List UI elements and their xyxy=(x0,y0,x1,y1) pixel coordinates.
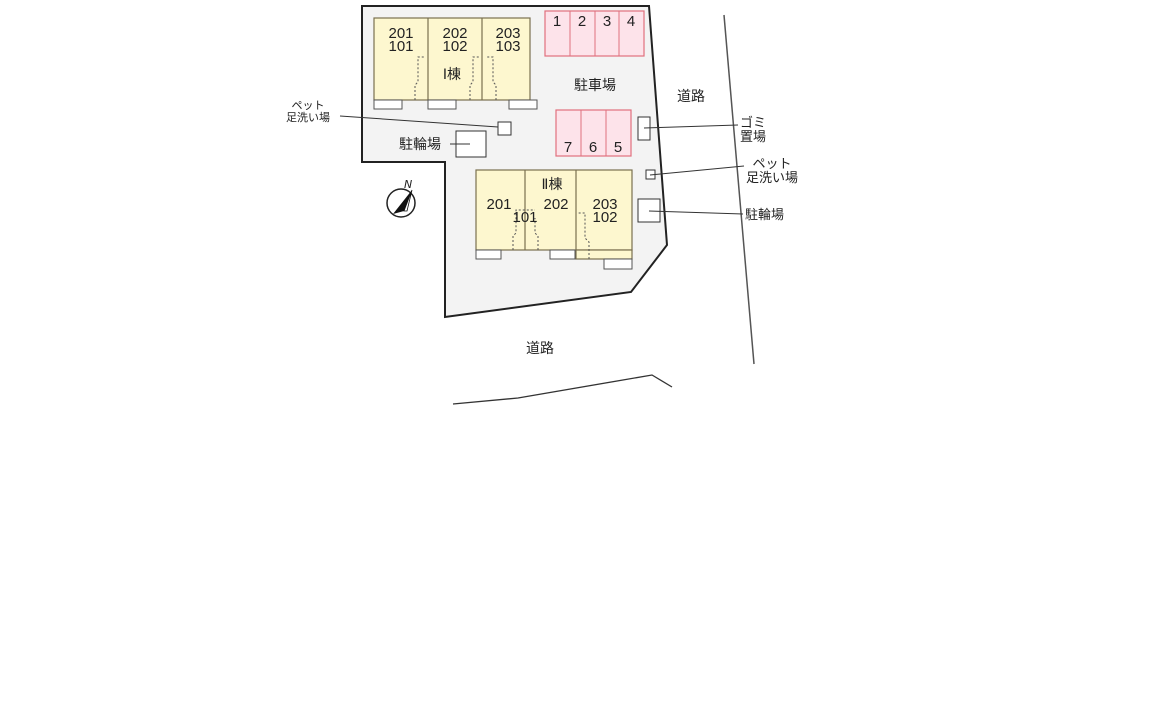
b2-unit-102: 102 xyxy=(592,209,617,226)
bicycle-parking-right: 駐輪場 xyxy=(637,198,784,223)
building-1: 201 101 202 102 203 103 Ⅰ棟 xyxy=(373,17,538,110)
pet-wash-right-line2: 足洗い場 xyxy=(746,171,798,186)
parking-space-5: 5 xyxy=(614,139,622,156)
b1-unit-102: 102 xyxy=(442,38,467,55)
parking-bottom-row: 7 6 5 xyxy=(555,109,632,157)
b1-unit-201: 201 xyxy=(388,25,413,42)
parking-top-row: 1 2 3 4 xyxy=(544,10,645,57)
b2-unit-101: 101 xyxy=(512,209,537,226)
parking-space-7: 7 xyxy=(564,139,572,156)
b1-unit-101: 101 xyxy=(388,38,413,55)
parking-space-4: 4 xyxy=(627,13,635,30)
garbage-line2: 置場 xyxy=(740,130,766,145)
bicycle-parking-left: 駐輪場 xyxy=(399,130,487,158)
b1-unit-103: 103 xyxy=(495,38,520,55)
b2-unit-202: 202 xyxy=(543,196,568,213)
pet-wash-left-line1: ペット xyxy=(292,99,325,112)
parking-space-1: 1 xyxy=(553,13,561,30)
pet-wash-left-line2: 足洗い場 xyxy=(286,111,330,124)
building-1-label: Ⅰ棟 xyxy=(443,67,461,83)
building-2-label: Ⅱ棟 xyxy=(542,177,563,193)
garbage-line1: ゴミ xyxy=(740,115,766,131)
b2-unit-203: 203 xyxy=(592,196,617,213)
pet-wash-right: ペット 足洗い場 xyxy=(645,157,798,186)
pet-wash-right-line1: ペット xyxy=(752,157,791,172)
bicycle-right-label: 駐輪場 xyxy=(745,207,784,223)
parking-space-2: 2 xyxy=(578,13,586,30)
bicycle-left-label: 駐輪場 xyxy=(399,136,441,153)
b1-unit-203: 203 xyxy=(495,25,520,42)
b2-unit-201: 201 xyxy=(486,196,511,213)
south-road: 道路 xyxy=(452,341,673,405)
north-label: N xyxy=(404,178,412,191)
south-road-label: 道路 xyxy=(526,341,554,357)
pet-wash-left: ペット 足洗い場 xyxy=(286,99,512,136)
b1-unit-202: 202 xyxy=(442,25,467,42)
parking-label: 駐車場 xyxy=(574,77,616,94)
north-arrow-icon: N xyxy=(386,178,416,218)
east-road: 道路 xyxy=(677,14,755,365)
building-2: Ⅱ棟 201 101 202 203 102 xyxy=(475,169,633,270)
east-road-label: 道路 xyxy=(677,89,705,105)
parking-space-3: 3 xyxy=(603,13,611,30)
parking-space-6: 6 xyxy=(589,139,597,156)
garbage-area: ゴミ 置場 xyxy=(637,115,766,145)
